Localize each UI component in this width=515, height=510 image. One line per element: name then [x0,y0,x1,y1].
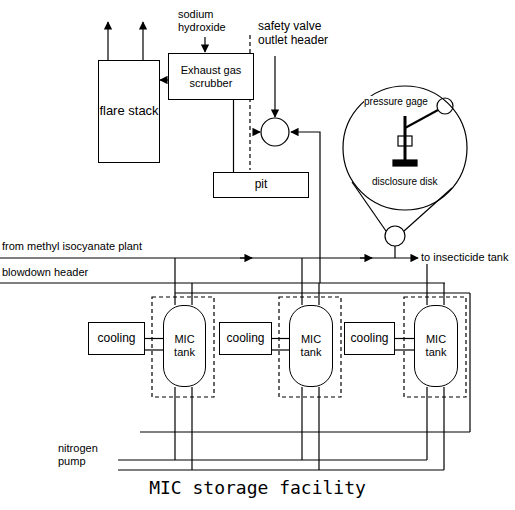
node-text: cooling [350,332,388,346]
nitrogen-line [443,387,444,470]
tank-enclosure [279,297,341,397]
feed-line [204,37,205,52]
tank-capsule: MIC tank [414,305,458,387]
valve-body [398,136,412,146]
node-text: MIC tank [166,333,203,358]
pit-box: pit [213,172,309,198]
node-text: MIC tank [292,333,330,358]
pressure-gage-symbol [437,98,453,114]
node-text: cooling [226,332,264,346]
detail-point [385,226,405,246]
node-text: pit [255,178,268,192]
riser [174,258,175,305]
cooling-box: cooling [344,322,395,355]
tank-capsule: MIC tank [289,305,333,387]
node-text: flare stack [99,104,158,119]
scrubber-box: Exhaust gas scrubber [168,53,254,100]
connector [160,79,168,80]
pipe [394,246,395,258]
leader-line [404,188,452,231]
text-label: nitrogen pump [58,442,114,467]
connector [395,338,414,339]
header-line [253,131,260,132]
header-line [274,56,275,117]
disclosure-disk-symbol [393,160,417,166]
flow-arrow [360,257,372,258]
process-header [0,257,418,258]
riser [191,283,192,305]
node-text: Exhaust gas scrubber [169,64,253,89]
text-label: disclosure disk [372,176,438,188]
pump-header [118,469,444,470]
nitrogen-line [174,387,175,460]
connector [145,338,163,339]
caption: MIC storage facility [0,478,515,499]
text-label: sodium hydroxide [178,8,234,33]
flare-stack-box: flare stack [98,60,160,163]
header-line [291,132,320,283]
riser [443,283,444,305]
flare-outlet [142,22,143,60]
text-label: to insecticide tank [421,251,508,264]
gage-pipe [405,110,438,128]
text-label: from methyl isocyanate plant [2,240,142,253]
text-label: pressure gage [364,96,428,108]
riser [318,283,319,305]
flare-outlet [107,22,108,60]
nitrogen-line [318,387,319,470]
nitrogen-line [301,387,302,460]
connector [272,338,289,339]
valve-symbol [261,118,289,146]
cooling-line [272,349,289,350]
transfer-line [175,292,470,293]
tank-capsule: MIC tank [163,305,206,387]
text-label: safety valve outlet header [258,20,350,48]
nitrogen-header [118,459,427,460]
nitrogen-line [426,387,427,460]
leader-line [352,182,386,231]
cooling-line [395,349,414,350]
tank-enclosure [152,297,214,397]
return-line [140,431,470,432]
return-line [469,293,470,432]
nitrogen-line [191,387,192,470]
cooling-box: cooling [88,322,145,355]
cooling-box: cooling [219,322,272,355]
flow-arrow [240,257,252,258]
riser [426,258,427,305]
text-label: blowdown header [2,266,88,279]
blowdown-header [0,282,445,283]
valve-pipe [404,116,407,160]
riser [301,258,302,305]
connector [233,100,234,172]
node-text: MIC tank [417,333,455,358]
tank-enclosure [404,297,466,397]
cooling-line [145,349,163,350]
node-text: cooling [97,332,135,346]
